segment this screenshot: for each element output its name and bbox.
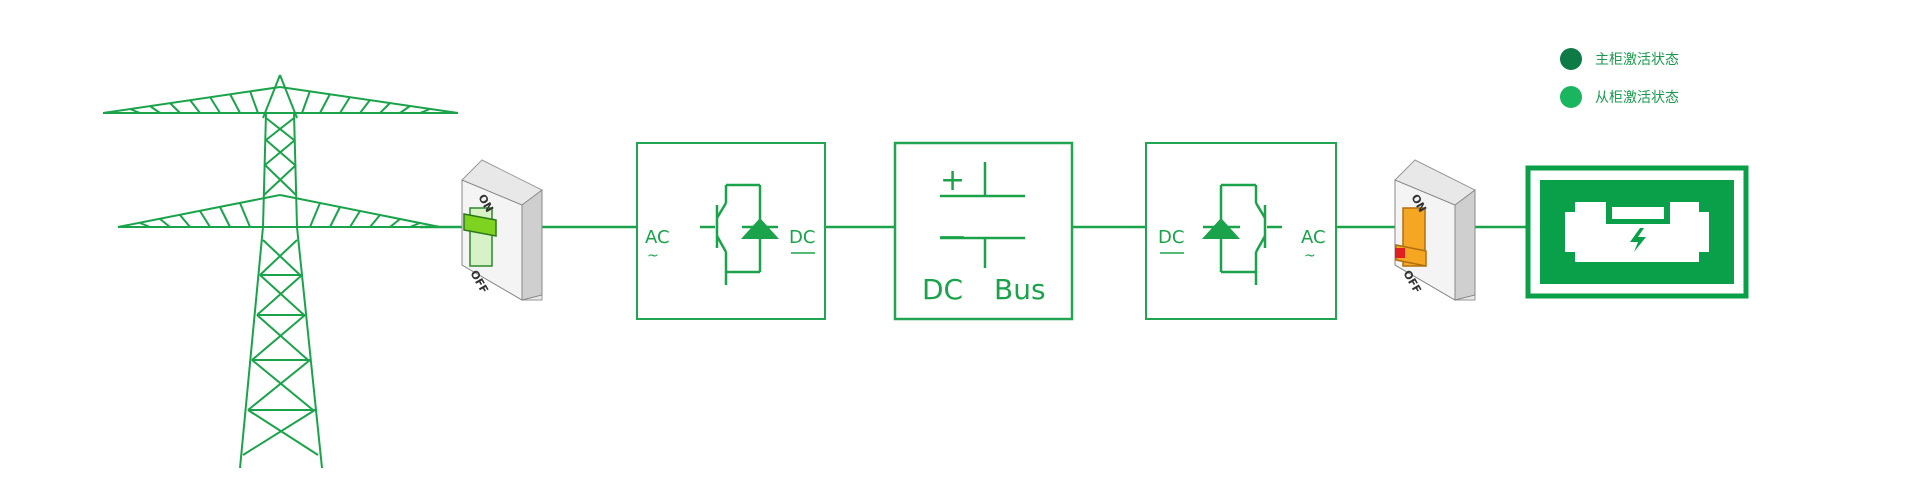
ac-wave-symbol: ~ xyxy=(1304,248,1316,264)
breaker-handle[interactable] xyxy=(463,213,497,237)
ac-wave-symbol: ~ xyxy=(647,248,659,264)
rectifier-module[interactable]: AC ~ DC xyxy=(636,142,826,320)
inverter-module[interactable]: DC AC ~ xyxy=(1145,142,1337,320)
plus-symbol: + xyxy=(940,163,965,198)
master-status-dot xyxy=(1560,48,1582,70)
dc-bus-label-bus: Bus xyxy=(994,273,1046,306)
igbt-diode-icon xyxy=(1203,183,1282,285)
legend-item-slave: 从柜激活状态 xyxy=(1560,78,1679,116)
battery-charge-icon[interactable] xyxy=(1525,165,1749,299)
fault-indicator xyxy=(1395,248,1405,258)
slave-status-dot xyxy=(1560,86,1582,108)
breaker-right[interactable]: ON OFF xyxy=(1394,159,1476,301)
diode-icon xyxy=(741,218,779,239)
legend-item-master: 主柜激活状态 xyxy=(1560,40,1679,78)
legend-label-slave: 从柜激活状态 xyxy=(1595,90,1679,106)
dc-bus-module[interactable]: + — DC Bus xyxy=(893,141,1074,321)
capacitor-icon xyxy=(940,162,1025,268)
rectifier-dc-label: DC xyxy=(789,227,815,248)
breaker-left[interactable]: ON OFF xyxy=(461,159,543,301)
minus-symbol: — xyxy=(939,221,965,251)
inverter-ac-label: AC xyxy=(1301,227,1326,248)
legend-label-master: 主柜激活状态 xyxy=(1595,52,1679,68)
rectifier-ac-label: AC xyxy=(645,227,670,248)
legend: 主柜激活状态 从柜激活状态 xyxy=(1560,40,1679,116)
power-transmission-tower-icon xyxy=(102,74,459,469)
diode-icon xyxy=(1202,218,1240,239)
inverter-dc-label: DC xyxy=(1158,227,1184,248)
dc-bus-label-dc: DC xyxy=(922,273,963,306)
